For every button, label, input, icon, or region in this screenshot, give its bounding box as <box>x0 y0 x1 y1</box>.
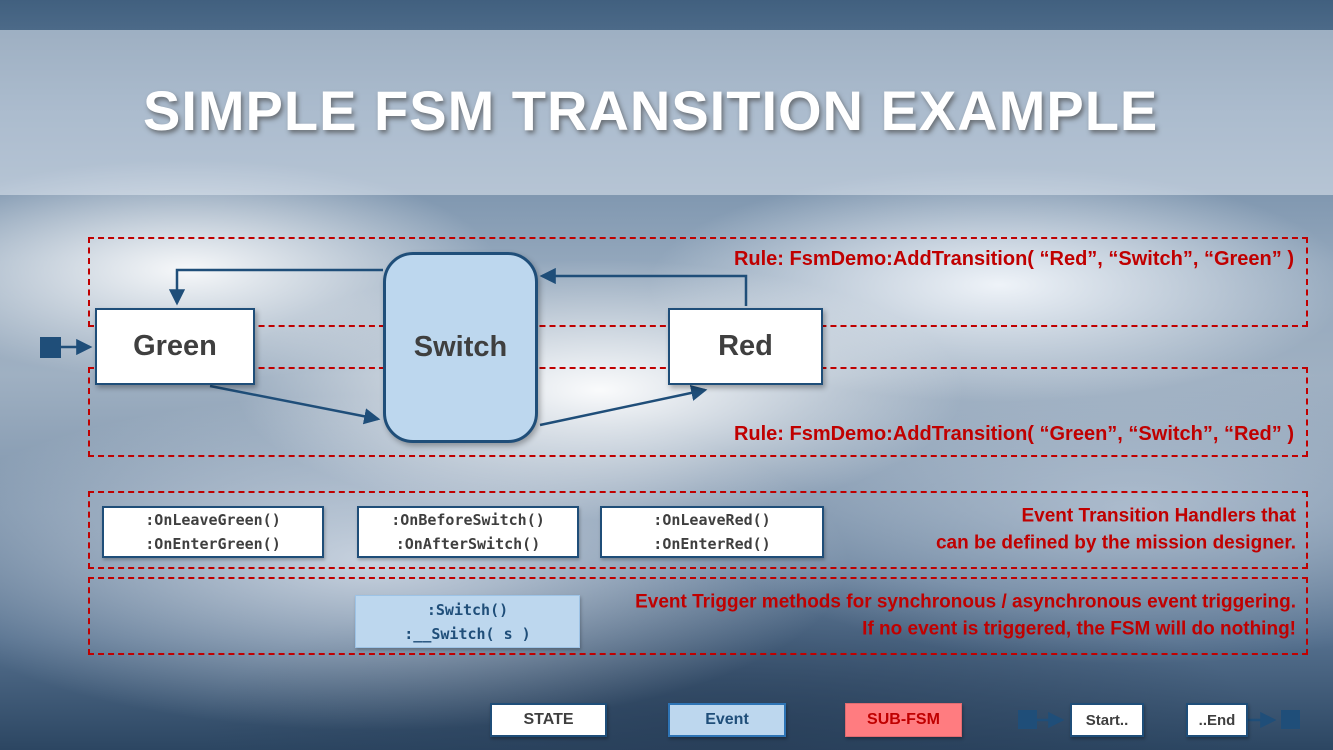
handler-line: :OnEnterRed() <box>653 535 771 553</box>
handler-line: :OnEnterGreen() <box>145 535 281 553</box>
event-box-switch: Switch <box>383 252 538 443</box>
legend-end-square-icon <box>1281 710 1300 729</box>
slide-title: SIMPLE FSM TRANSITION EXAMPLE <box>143 79 1159 142</box>
handler-line: :OnAfterSwitch() <box>395 535 541 553</box>
legend-end: ..End <box>1186 703 1248 737</box>
state-box-red: Red <box>668 308 823 385</box>
legend-start-square-icon <box>1018 710 1037 729</box>
handler-line: :OnLeaveGreen() <box>145 511 281 529</box>
legend-subfsm-label: SUB-FSM <box>867 711 940 728</box>
triggers-note-line2: If no event is triggered, the FSM will d… <box>862 618 1296 639</box>
legend-event-label: Event <box>705 711 749 728</box>
handler-box-red: :OnLeaveRed() :OnEnterRed() <box>600 506 824 558</box>
event-switch-label: Switch <box>413 331 508 363</box>
legend-state-label: STATE <box>523 711 574 728</box>
legend-event: Event <box>668 703 786 737</box>
handlers-box: :OnLeaveGreen() :OnEnterGreen() :OnBefor… <box>88 491 1308 569</box>
legend-start: Start.. <box>1070 703 1144 737</box>
handler-box-green: :OnLeaveGreen() :OnEnterGreen() <box>102 506 324 558</box>
trigger-line: :Switch() <box>426 600 509 619</box>
state-green-label: Green <box>133 330 217 362</box>
legend-state: STATE <box>490 703 607 737</box>
title-banner <box>0 30 1333 195</box>
triggers-note-line1: Event Trigger methods for synchronous / … <box>635 591 1296 613</box>
legend-subfsm: SUB-FSM <box>845 703 962 737</box>
handler-line: :OnLeaveRed() <box>653 511 771 529</box>
state-red-label: Red <box>718 330 773 362</box>
handler-line: :OnBeforeSwitch() <box>391 511 545 529</box>
state-box-green: Green <box>95 308 255 385</box>
handler-box-switch: :OnBeforeSwitch() :OnAfterSwitch() <box>357 506 579 558</box>
start-square-icon <box>40 337 61 358</box>
legend-end-label: ..End <box>1198 711 1236 729</box>
handlers-note-line1: Event Transition Handlers that <box>1021 505 1297 527</box>
rule-text-red-switch-green: Rule: FsmDemo:AddTransition( “Red”, “Swi… <box>733 248 1294 270</box>
triggers-box: :Switch() :__Switch( s ) Event Trigger m… <box>88 577 1308 655</box>
handlers-note: Event Transition Handlers that can be de… <box>936 503 1296 556</box>
triggers-note: Event Trigger methods for synchronous / … <box>635 589 1296 642</box>
trigger-method-box: :Switch() :__Switch( s ) <box>355 595 580 648</box>
legend-start-label: Start.. <box>1085 711 1129 729</box>
trigger-line: :__Switch( s ) <box>404 624 531 643</box>
rule-text-green-switch-red: Rule: FsmDemo:AddTransition( “Green”, “S… <box>733 423 1294 445</box>
handlers-note-line2: can be defined by the mission designer. <box>935 532 1296 553</box>
